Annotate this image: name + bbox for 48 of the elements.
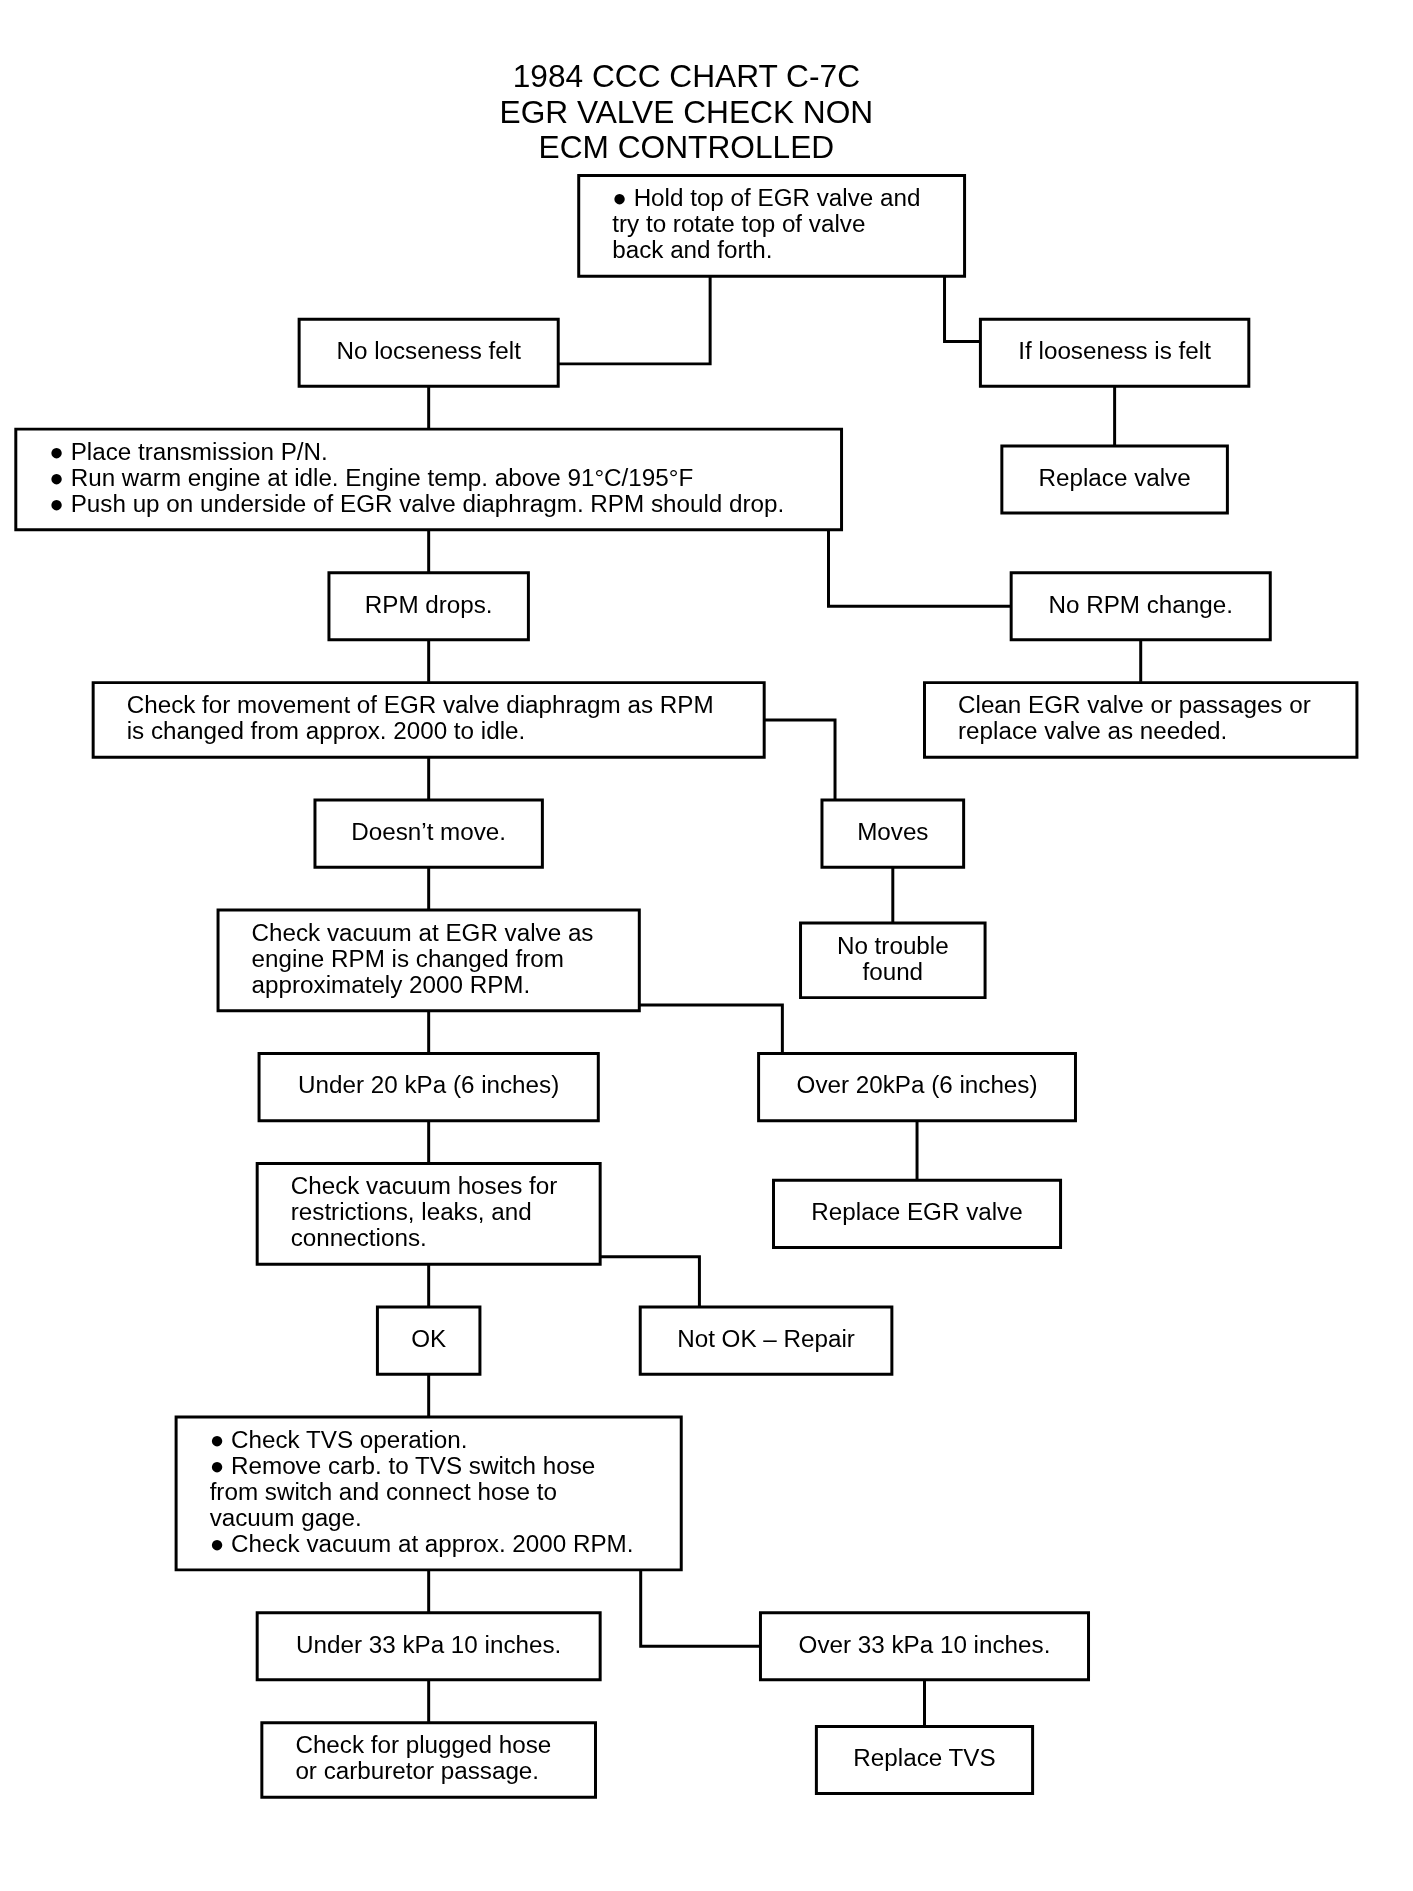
- connector: [427, 1374, 431, 1416]
- connector: [923, 1679, 926, 1726]
- connector: [639, 1003, 784, 1053]
- node-box: Over 33 kPa 10 inches.: [758, 1610, 1090, 1681]
- node-box: Not OK – Repair: [638, 1305, 894, 1376]
- node-box: Replace valve: [1000, 443, 1229, 514]
- node-box: Doesn’t move.: [313, 798, 544, 869]
- connector: [427, 1264, 431, 1306]
- connector: [427, 529, 431, 572]
- connector: [427, 1120, 431, 1163]
- connector: [1139, 639, 1143, 682]
- connector: [427, 867, 431, 910]
- diagram-title: 1984 CCC CHART C-7C EGR VALVE CHECK NON ECM CONTROLLED: [499, 57, 874, 165]
- connector: [427, 1570, 431, 1612]
- connector: [639, 1570, 761, 1648]
- node-box: ● Hold top of EGR valve and try to rotate top of valve back and forth.: [577, 173, 967, 278]
- connector: [1113, 386, 1117, 445]
- node-box: No RPM change.: [1009, 570, 1272, 641]
- node-box: No locseness felt: [297, 317, 560, 388]
- connector: [558, 276, 712, 365]
- node-box: Under 20 kPa (6 inches): [257, 1051, 600, 1122]
- connector: [943, 275, 980, 343]
- node-box: ● Place transmission P/N. ● Run warm engine at idle. Engine temp. above 91°C/195°F ● Push up on underside of EGR valve diaphragm. RPM should drop.: [14, 427, 844, 531]
- connector: [427, 757, 431, 799]
- node-box: Replace TVS: [814, 1724, 1035, 1795]
- connector: [600, 1254, 701, 1307]
- connector: [827, 529, 1011, 608]
- connector: [427, 1679, 431, 1722]
- connector: [427, 639, 431, 682]
- connector: [891, 867, 895, 923]
- node-box: ● Check TVS operation. ● Remove carb. to TVS switch hose from switch and connect hose to vacuum gage. ● Check vacuum at approx. 2000 RPM.: [174, 1415, 683, 1571]
- node-box: Check vacuum at EGR valve as engine RPM is changed from approximately 2000 RPM.: [216, 908, 641, 1012]
- node-box: Clean EGR valve or passages or replace valve as needed.: [923, 680, 1359, 759]
- node-box: No trouble found: [799, 921, 987, 999]
- node-box: Check for movement of EGR valve diaphragm as RPM is changed from approx. 2000 to idle.: [91, 680, 766, 759]
- node-box: Check for plugged hose or carburetor passage.: [260, 1720, 597, 1799]
- node-box: Moves: [820, 798, 966, 869]
- node-box: Check vacuum hoses for restrictions, leaks, and connections.: [255, 1161, 602, 1266]
- node-box: Under 33 kPa 10 inches.: [255, 1610, 602, 1681]
- connector: [427, 1010, 431, 1053]
- node-box: OK: [375, 1305, 482, 1376]
- node-box: Replace EGR valve: [772, 1178, 1063, 1249]
- connector: [764, 717, 837, 799]
- connector: [427, 386, 431, 429]
- connector: [915, 1120, 919, 1180]
- node-box: RPM drops.: [327, 570, 530, 641]
- node-box: If looseness is felt: [978, 317, 1251, 388]
- node-box: Over 20kPa (6 inches): [757, 1051, 1077, 1122]
